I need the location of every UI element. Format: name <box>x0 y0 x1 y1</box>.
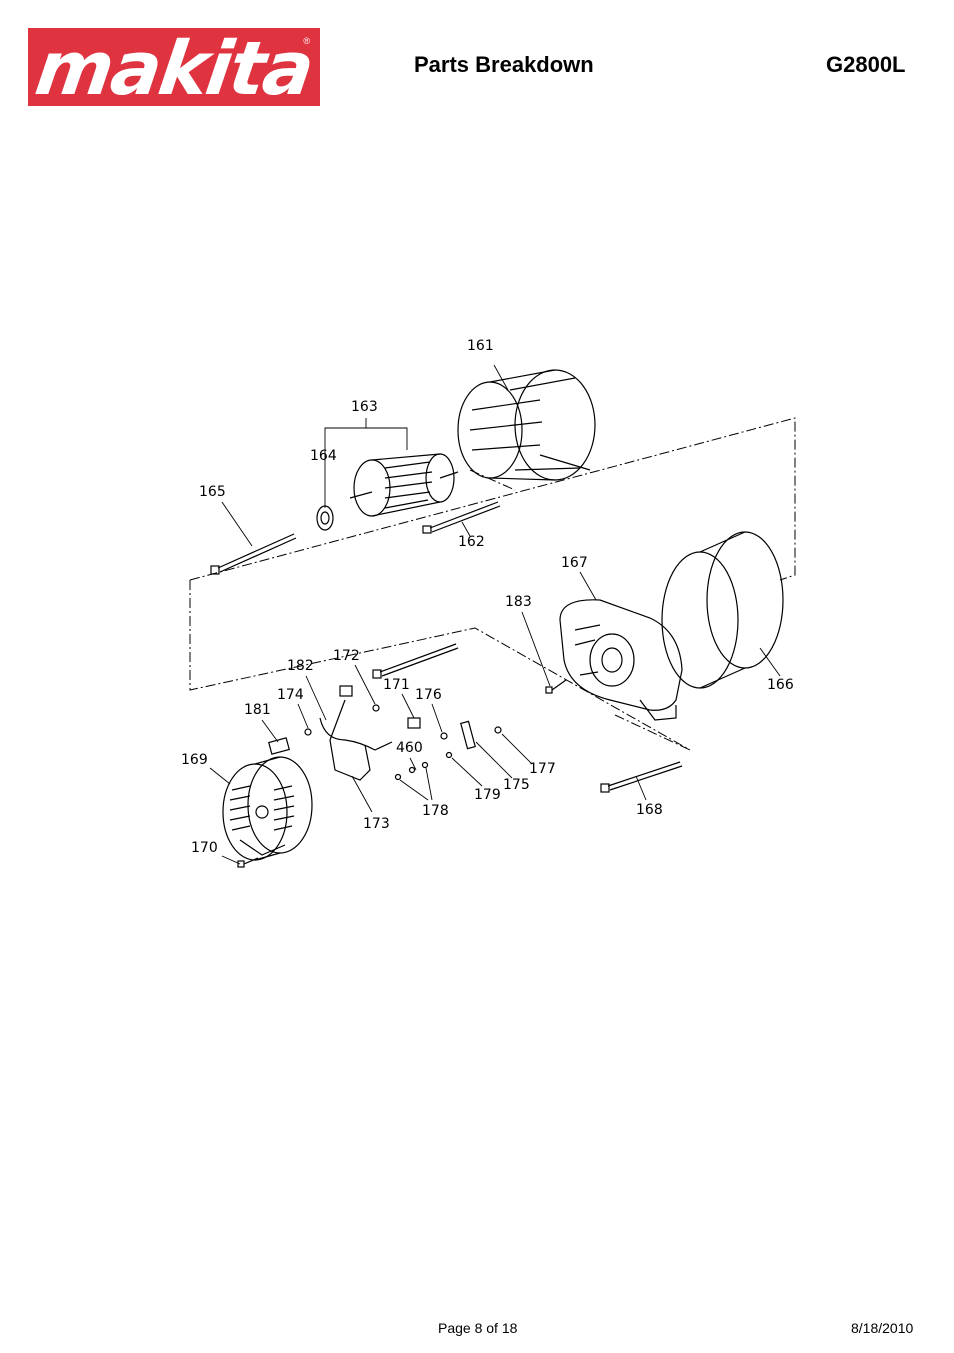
model-number: G2800L <box>826 52 906 77</box>
callout-171: 171 <box>383 677 410 693</box>
bearing-part <box>316 505 334 531</box>
callout-166: 166 <box>767 677 794 693</box>
callout-172: 172 <box>333 648 360 664</box>
callout-183: 183 <box>505 594 532 610</box>
callout-175: 175 <box>503 777 530 793</box>
callout-181: 181 <box>244 702 271 718</box>
callout-176: 176 <box>415 687 442 703</box>
guide-lines <box>189 417 796 751</box>
callout-178: 178 <box>422 803 449 819</box>
callout-labels: 161 163 164 165 162 167 183 166 172 182 … <box>181 338 794 856</box>
callout-460: 460 <box>396 740 423 756</box>
makita-logo: makita ® <box>28 28 320 106</box>
callout-161: 161 <box>467 338 494 354</box>
callout-163: 163 <box>351 399 378 415</box>
fan-cover-part <box>222 756 313 861</box>
wiring-harness-part <box>319 685 393 781</box>
callout-162: 162 <box>458 534 485 550</box>
bolt-168 <box>600 761 683 793</box>
bolt-upper <box>372 643 459 679</box>
callout-170: 170 <box>191 840 218 856</box>
callout-164: 164 <box>310 448 337 464</box>
rotor-part <box>349 453 459 517</box>
registered-mark: ® <box>303 36 310 46</box>
callout-167: 167 <box>561 555 588 571</box>
page-title: Parts Breakdown <box>414 52 594 77</box>
bolt-162 <box>422 501 501 534</box>
stator-part <box>457 369 596 481</box>
callout-168: 168 <box>636 802 663 818</box>
screw-183 <box>545 679 567 694</box>
bolt-165 <box>210 533 297 575</box>
callout-169: 169 <box>181 752 208 768</box>
page-number: Page 8 of 18 <box>438 1320 518 1336</box>
callout-177: 177 <box>529 761 556 777</box>
leader-lines <box>209 364 781 865</box>
cover-ring-part <box>661 531 784 689</box>
callout-174: 174 <box>277 687 304 703</box>
small-parts <box>304 704 502 781</box>
gasket-181 <box>268 737 290 755</box>
callout-173: 173 <box>363 816 390 832</box>
document-date: 8/18/2010 <box>851 1320 914 1336</box>
callout-182: 182 <box>287 658 314 674</box>
callout-165: 165 <box>199 484 226 500</box>
end-housing-part <box>559 599 683 721</box>
callout-179: 179 <box>474 787 501 803</box>
screw-170 <box>237 857 259 868</box>
